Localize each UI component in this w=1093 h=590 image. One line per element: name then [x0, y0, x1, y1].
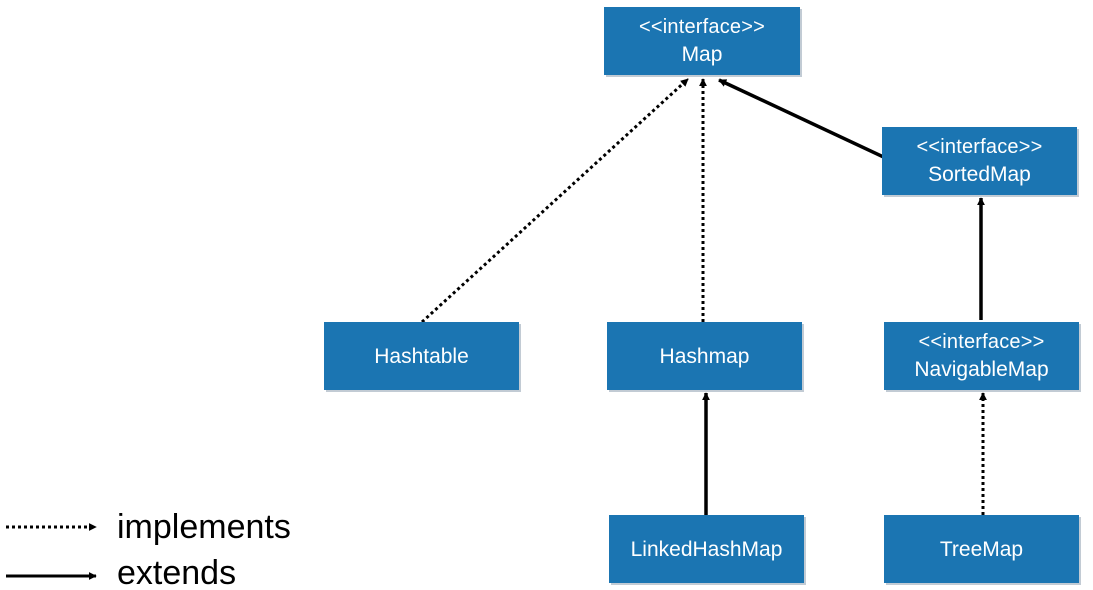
legend-extends-label: extends	[117, 554, 237, 590]
node-linkedhashmap: LinkedHashMap	[609, 515, 804, 583]
node-hashmap-name: Hashmap	[659, 344, 750, 368]
legend-implements-label: implements	[117, 508, 291, 546]
node-treemap: TreeMap	[884, 515, 1079, 583]
node-linkedhashmap-name: LinkedHashMap	[630, 537, 783, 561]
node-treemap-name: TreeMap	[939, 537, 1024, 561]
node-sortedmap-stereotype: <<interface>>	[916, 136, 1043, 158]
edge-hashtable-implements-map	[420, 77, 690, 324]
node-map-name: Map	[681, 43, 723, 66]
node-hashtable-name: Hashtable	[374, 344, 469, 368]
node-map: <<interface>> Map	[604, 7, 800, 75]
node-hashmap: Hashmap	[607, 322, 802, 390]
node-navigablemap: <<interface>> NavigableMap	[884, 322, 1079, 390]
node-navigablemap-stereotype: <<interface>>	[918, 331, 1045, 353]
node-hashtable: Hashtable	[324, 322, 519, 390]
node-sortedmap: <<interface>> SortedMap	[882, 127, 1077, 195]
node-map-stereotype: <<interface>>	[638, 16, 766, 38]
node-navigablemap-name: NavigableMap	[914, 358, 1049, 381]
node-sortedmap-name: SortedMap	[928, 163, 1031, 186]
edge-sortedmap-extends-map	[718, 78, 891, 162]
